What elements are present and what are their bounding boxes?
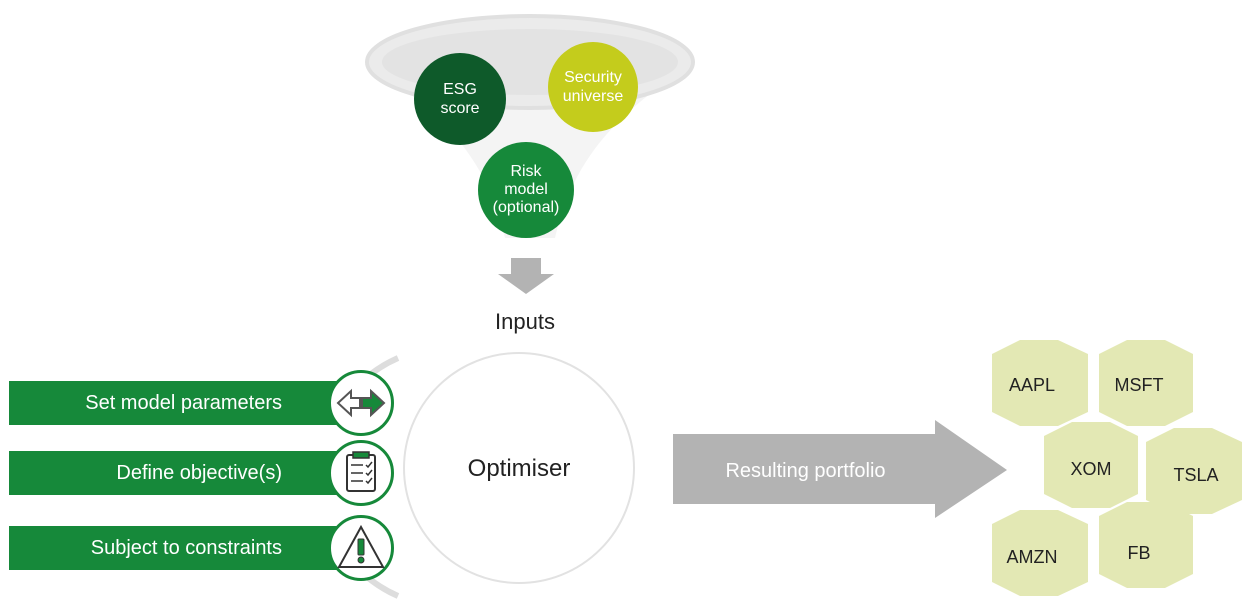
esg-score-label: ESG score	[414, 53, 506, 145]
hex-aapl	[992, 340, 1088, 426]
ticker-fb: FB	[1127, 543, 1151, 563]
hex-fb	[1099, 502, 1193, 588]
checklist-icon	[328, 440, 394, 506]
security-universe-line-1: Security	[564, 69, 622, 86]
step-label-3: Subject to constraints	[90, 536, 282, 559]
esg-score-line-1: ESG	[443, 81, 477, 98]
risk-model-label: Risk model (optional)	[478, 142, 574, 238]
portfolio-hexagons	[992, 340, 1242, 596]
esg-score-line-2: score	[440, 100, 480, 117]
security-universe-circle	[548, 42, 638, 132]
ticker-xom: XOM	[1070, 459, 1112, 479]
arrows-icon	[328, 370, 394, 436]
step-subject-to-constraints: Subject to constraints	[9, 526, 364, 570]
ticker-msft: MSFT	[1114, 375, 1164, 395]
optimiser-label: Optimiser	[467, 455, 571, 482]
result-arrow	[673, 420, 1007, 518]
hex-msft	[1099, 340, 1193, 426]
risk-model-line-2: model	[504, 181, 548, 198]
warning-icon	[328, 515, 394, 581]
down-arrow-icon	[498, 258, 554, 294]
hex-amzn	[992, 510, 1088, 596]
ticker-aapl: AAPL	[1008, 375, 1056, 395]
step-label-1: Set model parameters	[85, 391, 282, 414]
ticker-tsla: TSLA	[1173, 465, 1219, 485]
security-universe-line-2: universe	[562, 88, 624, 105]
risk-model-line-1: Risk	[510, 163, 542, 180]
risk-model-line-3: (optional)	[492, 199, 560, 216]
hex-xom	[1044, 422, 1138, 508]
step-set-model-parameters: Set model parameters	[9, 381, 364, 425]
risk-model-circle	[478, 142, 574, 238]
hex-tsla	[1146, 428, 1242, 514]
result-label: Resulting portfolio	[725, 460, 886, 482]
step-label-2: Define objective(s)	[116, 461, 282, 484]
ticker-amzn: AMZN	[1006, 547, 1058, 567]
esg-score-circle	[414, 53, 506, 145]
inputs-label: Inputs	[495, 309, 555, 334]
optimiser-circle	[403, 352, 635, 584]
security-universe-label: Security universe	[548, 42, 638, 132]
step-define-objectives: Define objective(s)	[9, 451, 364, 495]
